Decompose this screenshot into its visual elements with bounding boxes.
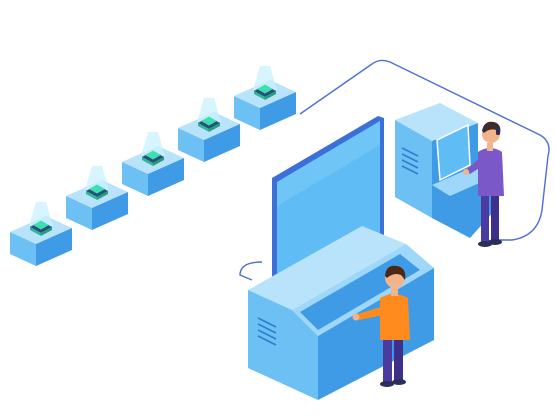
control-console-icon	[248, 226, 434, 400]
headset-icon	[482, 123, 500, 135]
network-cable-icon	[239, 59, 550, 281]
data-chip-icon	[30, 220, 52, 236]
data-chip-icon	[142, 150, 164, 166]
operator-person-icon	[352, 265, 410, 387]
kiosk-terminal-icon	[395, 103, 495, 238]
server-node-icon	[234, 66, 296, 130]
server-node-icon	[66, 166, 128, 230]
data-chip-icon	[198, 116, 220, 132]
data-chip-icon	[254, 84, 276, 100]
server-node-icon	[178, 98, 240, 162]
server-node-icon	[122, 132, 184, 196]
server-node-row	[10, 66, 296, 266]
server-node-icon	[10, 202, 72, 266]
kiosk-screen	[436, 123, 471, 182]
operator-person-icon	[463, 121, 504, 247]
data-chip-icon	[86, 184, 108, 200]
